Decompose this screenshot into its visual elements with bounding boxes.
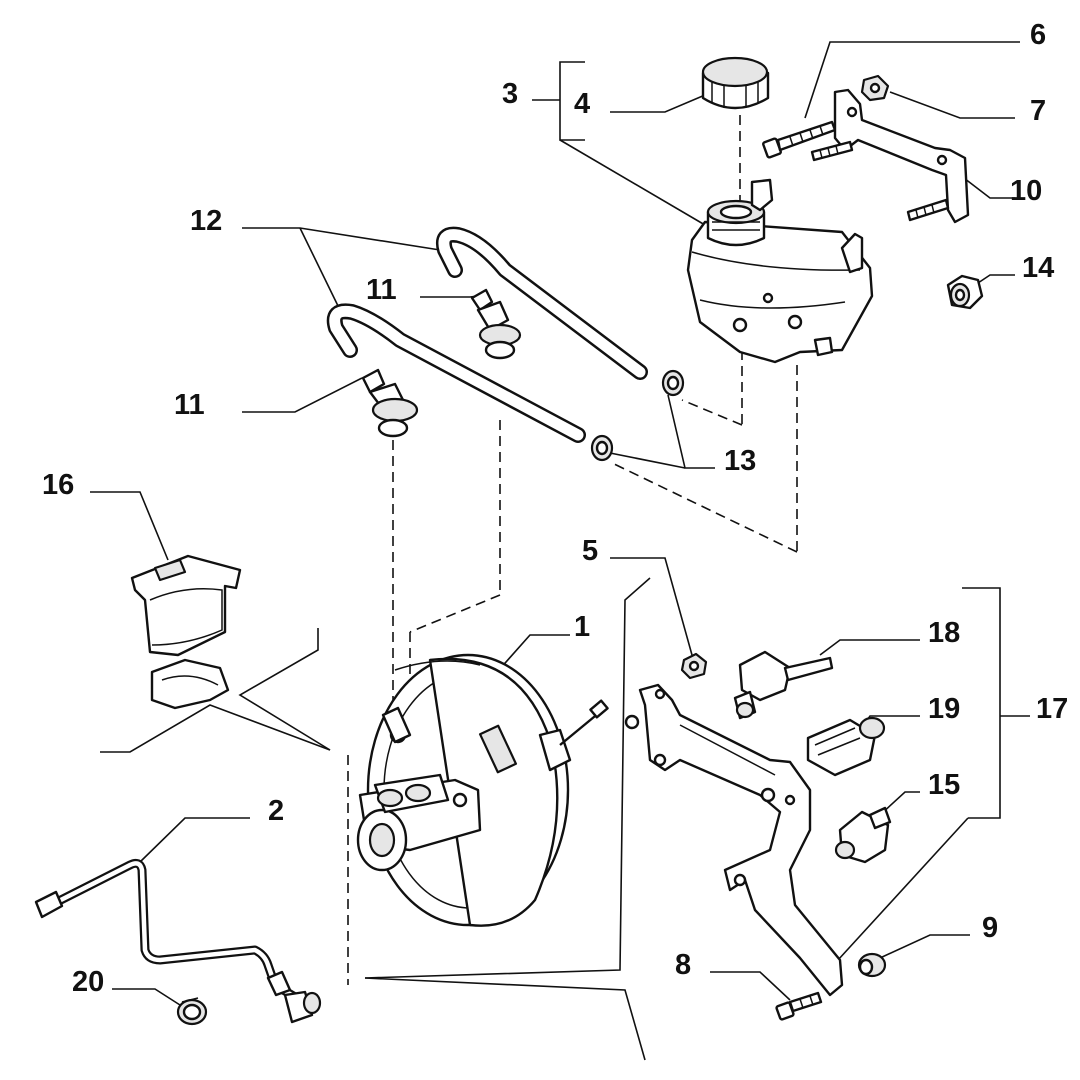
callout-8: 8 <box>675 949 691 981</box>
reservoir-cap <box>701 56 770 110</box>
fluid-reservoir <box>686 178 874 364</box>
callout-7: 7 <box>1030 95 1046 127</box>
brake-pipe <box>34 858 322 1024</box>
callout-5: 5 <box>582 535 598 567</box>
callout-12: 12 <box>190 205 222 237</box>
pipe-clamp-20 <box>176 997 208 1026</box>
stud-bolt-lower <box>906 198 950 222</box>
connector-19 <box>806 716 886 777</box>
callout-1: 1 <box>574 611 590 643</box>
callout-15: 15 <box>928 769 960 801</box>
callout-18: 18 <box>928 617 960 649</box>
pipe-clip-16 <box>130 554 242 710</box>
hose-upper <box>435 226 648 380</box>
leader-lines <box>90 41 1030 1061</box>
check-valve-lower <box>361 368 419 438</box>
hose-lower <box>326 303 586 443</box>
nut-9 <box>857 952 887 978</box>
callout-20: 20 <box>72 966 104 998</box>
callout-11-upper: 11 <box>366 274 397 306</box>
callout-19: 19 <box>928 693 960 725</box>
support-bracket-17 <box>624 683 844 997</box>
callout-13: 13 <box>724 445 756 477</box>
connector-18 <box>733 650 834 720</box>
callout-11-lower: 11 <box>174 389 205 421</box>
callout-3: 3 <box>502 78 518 110</box>
callout-9: 9 <box>982 912 998 944</box>
callout-2: 2 <box>268 795 284 827</box>
callout-10: 10 <box>1010 175 1042 207</box>
hose-clamp-upper <box>661 369 685 397</box>
callout-labels: 1 2 3 4 5 6 7 8 9 10 11 11 12 13 14 15 1… <box>42 19 1068 998</box>
mounting-bracket-10 <box>833 88 970 224</box>
nut-7 <box>860 74 890 102</box>
hose-clamp-lower <box>590 434 614 462</box>
nut-5 <box>680 652 708 680</box>
callout-6: 6 <box>1030 19 1046 51</box>
callout-17: 17 <box>1036 693 1068 725</box>
master-cylinder <box>356 706 482 872</box>
bolt-8 <box>775 991 823 1021</box>
callout-14: 14 <box>1022 252 1054 284</box>
stud-bolt <box>810 140 854 162</box>
nut-14 <box>946 274 984 310</box>
connector-15 <box>834 806 892 864</box>
callout-16: 16 <box>42 469 74 501</box>
check-valve-upper <box>470 288 522 360</box>
callout-4: 4 <box>574 88 590 120</box>
